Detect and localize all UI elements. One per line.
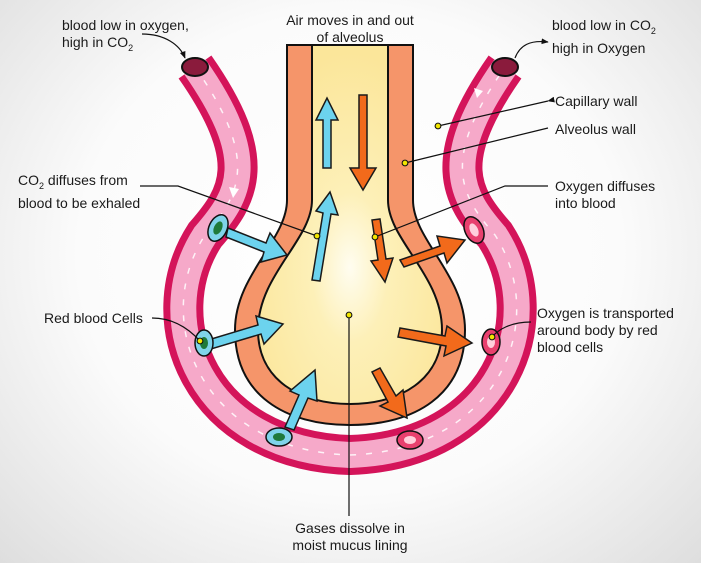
- air-in-arrow: [314, 96, 340, 169]
- label-oxygen-transported-line2: around body by red: [537, 322, 658, 338]
- label-blood-in: blood low in oxygen, high in CO2: [62, 17, 189, 57]
- label-air-line2: of alveolus: [316, 29, 384, 45]
- label-co2-line1: CO2 diffuses from: [18, 172, 128, 191]
- label-air-line1: Air moves in and out: [286, 12, 414, 28]
- label-oxygen-transported-line3: blood cells: [537, 339, 604, 355]
- label-capillary-wall: Capillary wall: [555, 93, 638, 109]
- red-blood-cells-deoxygenated: [194, 214, 293, 447]
- label-oxygen-transported: Oxygen is transported around body by red…: [537, 305, 674, 356]
- flow-arrowhead-right: [474, 88, 483, 98]
- label-oxygen-diffuses: Oxygen diffuses into blood: [555, 178, 655, 212]
- label-blood-in-line2: high in CO2: [62, 34, 134, 53]
- label-blood-out-line2: high in Oxygen: [552, 39, 646, 56]
- label-gases-line1: Gases dissolve in: [295, 520, 405, 536]
- label-alveolus-wall: Alveolus wall: [555, 121, 636, 137]
- capillary-opening-left: [181, 57, 209, 77]
- label-oxygen-transported-line1: Oxygen is transported: [537, 305, 674, 321]
- capillary-opening-right: [491, 57, 519, 77]
- flow-arrowhead-left: [229, 187, 239, 198]
- label-oxygen-diffuses-line2: into blood: [555, 195, 616, 211]
- label-co2-line2: blood to be exhaled: [18, 194, 141, 211]
- leader-lines: [140, 33, 555, 516]
- co2-diffusion-arrows: [207, 190, 340, 431]
- blood-flow-line: [182, 66, 518, 456]
- label-blood-out: blood low in CO2 high in Oxygen: [552, 17, 656, 57]
- label-blood-out-line1: blood low in CO2: [552, 17, 656, 36]
- red-blood-cells-oxygenated: [396, 216, 501, 450]
- label-co2-diffuses: CO2 diffuses from blood to be exhaled: [18, 172, 140, 212]
- label-gases-dissolve: Gases dissolve in moist mucus lining: [264, 520, 436, 554]
- alveolus-interior: [256, 44, 444, 406]
- label-oxygen-diffuses-line1: Oxygen diffuses: [555, 178, 656, 194]
- air-out-arrow: [348, 94, 378, 192]
- label-blood-in-line1: blood low in oxygen,: [62, 17, 189, 33]
- label-red-blood-cells: Red blood Cells: [44, 310, 143, 326]
- label-gases-line2: moist mucus lining: [292, 537, 408, 553]
- label-air-moves: Air moves in and out of alveolus: [264, 12, 436, 46]
